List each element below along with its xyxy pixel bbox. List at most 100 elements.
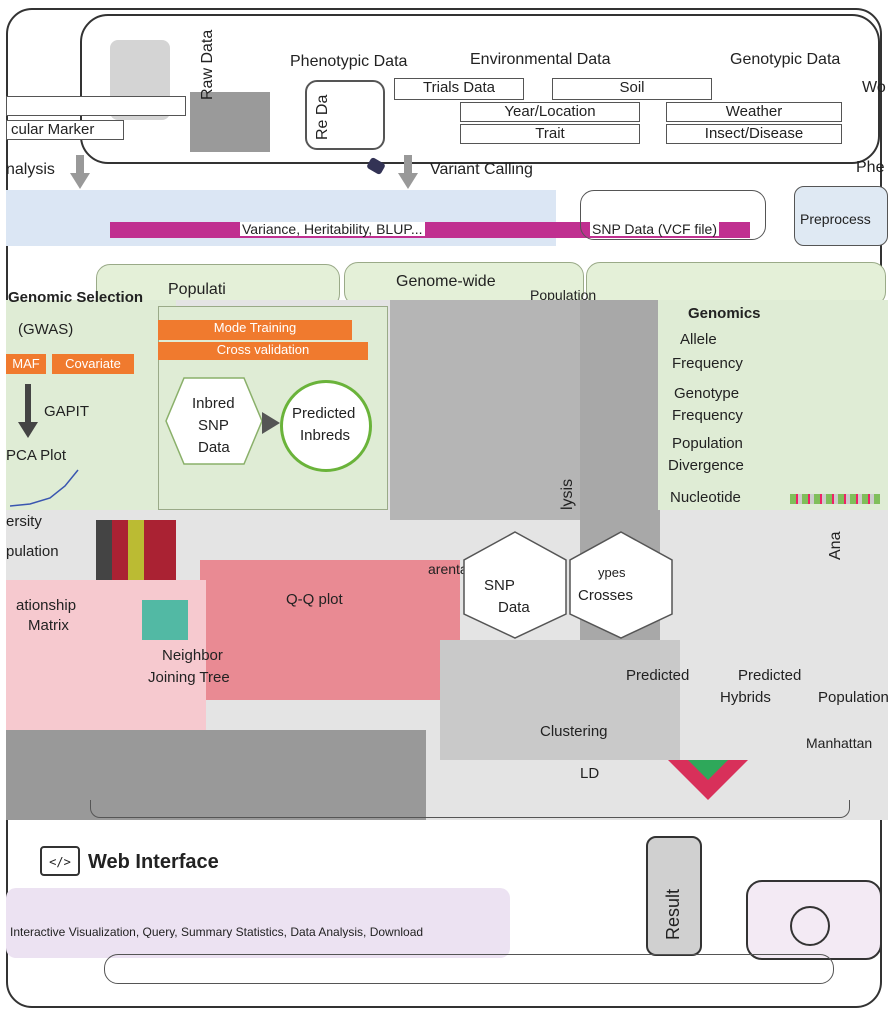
trials-data-box: Trials Data	[394, 78, 524, 100]
molecular-marker-label: cular Marker	[11, 121, 95, 138]
lysis-label: lysis	[559, 478, 576, 510]
selection-arrow	[262, 412, 282, 434]
trait-label: Trait	[535, 125, 565, 142]
diversity-bars	[96, 520, 176, 580]
pca-plot-label: PCA Plot	[6, 447, 67, 464]
predicted-label: Predicted	[292, 405, 356, 422]
result-label: Result	[663, 888, 683, 940]
matrix-label: Matrix	[28, 617, 69, 634]
allele-label: Allele	[680, 331, 717, 348]
predicted-hyb-label: Predicted	[626, 667, 690, 684]
crosses-label: Crosses	[578, 587, 634, 604]
covariate-label: Covariate	[65, 356, 121, 371]
phenotypic-title: Phenotypic Data	[290, 53, 408, 70]
down-arrow-icon	[70, 155, 90, 189]
pink-area-1	[200, 560, 460, 700]
preprocess-box	[794, 186, 888, 246]
bottom-long-frame	[104, 954, 834, 984]
ld-label: LD	[580, 765, 600, 782]
predicted-inbreds-circle	[280, 380, 372, 472]
nucleotide-strip	[790, 494, 880, 504]
snp-data-hexagon	[460, 530, 570, 640]
variant-arrow	[398, 155, 418, 191]
diversity-label: ersity	[6, 513, 42, 530]
gapit-label: GAPIT	[44, 403, 90, 420]
bottom-features-bar	[6, 888, 510, 958]
variance-label: Variance, Heritability, BLUP...	[240, 221, 425, 237]
snp-data-crosses-1: SNP	[484, 577, 515, 594]
inbreds-label: Inbreds	[300, 427, 351, 444]
soil-box: Soil	[552, 78, 712, 100]
hexagon-shape	[569, 531, 673, 639]
qq-plot-label: Q-Q plot	[286, 591, 343, 608]
web-interface-title: Web Interface	[88, 851, 219, 873]
inbred-snp-hexagon	[164, 376, 264, 466]
predicted-hybrids-1: Predicted	[738, 667, 802, 684]
trials-data-label: Trials Data	[423, 79, 495, 96]
clustering-label: Clustering	[540, 723, 608, 740]
tab-population-label: Populati	[168, 281, 226, 298]
variant-calling-label: Variant Calling	[430, 161, 533, 178]
matrix-heatmap	[142, 600, 188, 640]
snp-data-label: SNP Data (VCF file)	[590, 221, 719, 237]
analysis-arrow	[70, 155, 90, 191]
soil-label: Soil	[619, 79, 645, 96]
hexagon-shape	[165, 377, 263, 465]
year-location-box: Year/Location	[460, 102, 640, 122]
weather-label: Weather	[725, 103, 783, 120]
cross-validation-box: Cross validation	[158, 342, 368, 360]
genomics-title: Genomics	[688, 305, 761, 322]
insect-disease-label: Insect/Disease	[704, 125, 804, 142]
wo-label: Wo	[862, 79, 886, 96]
neighbor-label: Neighbor	[162, 647, 223, 664]
bottom-bracket	[90, 800, 850, 818]
model-training-label: Mode Training	[213, 320, 297, 335]
bottom-right-panel	[746, 880, 882, 960]
maf-box: MAF	[6, 354, 46, 374]
result-box	[646, 836, 702, 956]
snp-data-crosses-2: Data	[498, 599, 530, 616]
genomic-selection-title: Genomic Selection	[8, 289, 144, 306]
cross-validation-label: Cross validation	[216, 342, 310, 357]
raw-data-block-dark	[190, 92, 270, 152]
joining-tree-label: Joining Tree	[148, 669, 230, 686]
tab-genome-wide-label: Genome-wide	[396, 273, 496, 290]
population-label: pulation	[6, 543, 59, 560]
trait-box: Trait	[460, 124, 640, 144]
bottom-features-text: Interactive Visualization, Query, Summar…	[10, 926, 424, 938]
inbred-label: Inbred	[192, 395, 235, 412]
pca-scatter	[9, 466, 80, 510]
crosses-prefix-label: ypes	[598, 565, 626, 580]
gray-area-3	[6, 730, 426, 820]
hexagon-shape	[463, 531, 567, 639]
environmental-title: Environmental Data	[470, 51, 611, 68]
maf-label: MAF	[12, 356, 40, 371]
model-training-box: Mode Training	[158, 320, 352, 340]
ld-heatmap-image	[668, 760, 748, 800]
gray-area-1	[390, 300, 580, 520]
relationship-label: ationship	[16, 597, 77, 614]
analysis-label: nalysis	[6, 161, 55, 178]
tab-population-2-label: Population	[530, 287, 597, 303]
globe-icon	[790, 906, 830, 946]
ld-heatmap	[668, 760, 748, 800]
weather-box: Weather	[666, 102, 842, 122]
divergence-label: Divergence	[668, 457, 744, 474]
down-arrow-icon	[398, 155, 418, 189]
phe-label: Phe	[856, 159, 885, 176]
preprocess-label: Preprocess	[800, 211, 871, 227]
molecular-marker-box: cular Marker	[6, 120, 124, 140]
snp-label: SNP	[198, 417, 229, 434]
genotypic-title: Genotypic Data	[730, 51, 841, 68]
nucleotide-label: Nucleotide	[670, 489, 741, 506]
population-div-label: Population	[672, 435, 743, 452]
ref-data-block	[305, 80, 385, 150]
web-interface-icon: </>	[40, 846, 80, 876]
left-analysis-panel	[6, 300, 176, 510]
data-label: Data	[198, 439, 230, 456]
snp-data-frame	[580, 190, 766, 240]
gwas-label: (GWAS)	[18, 321, 74, 338]
genotype-frequency-label: Frequency	[672, 407, 743, 424]
predicted-hybrids-2: Hybrids	[720, 689, 771, 706]
